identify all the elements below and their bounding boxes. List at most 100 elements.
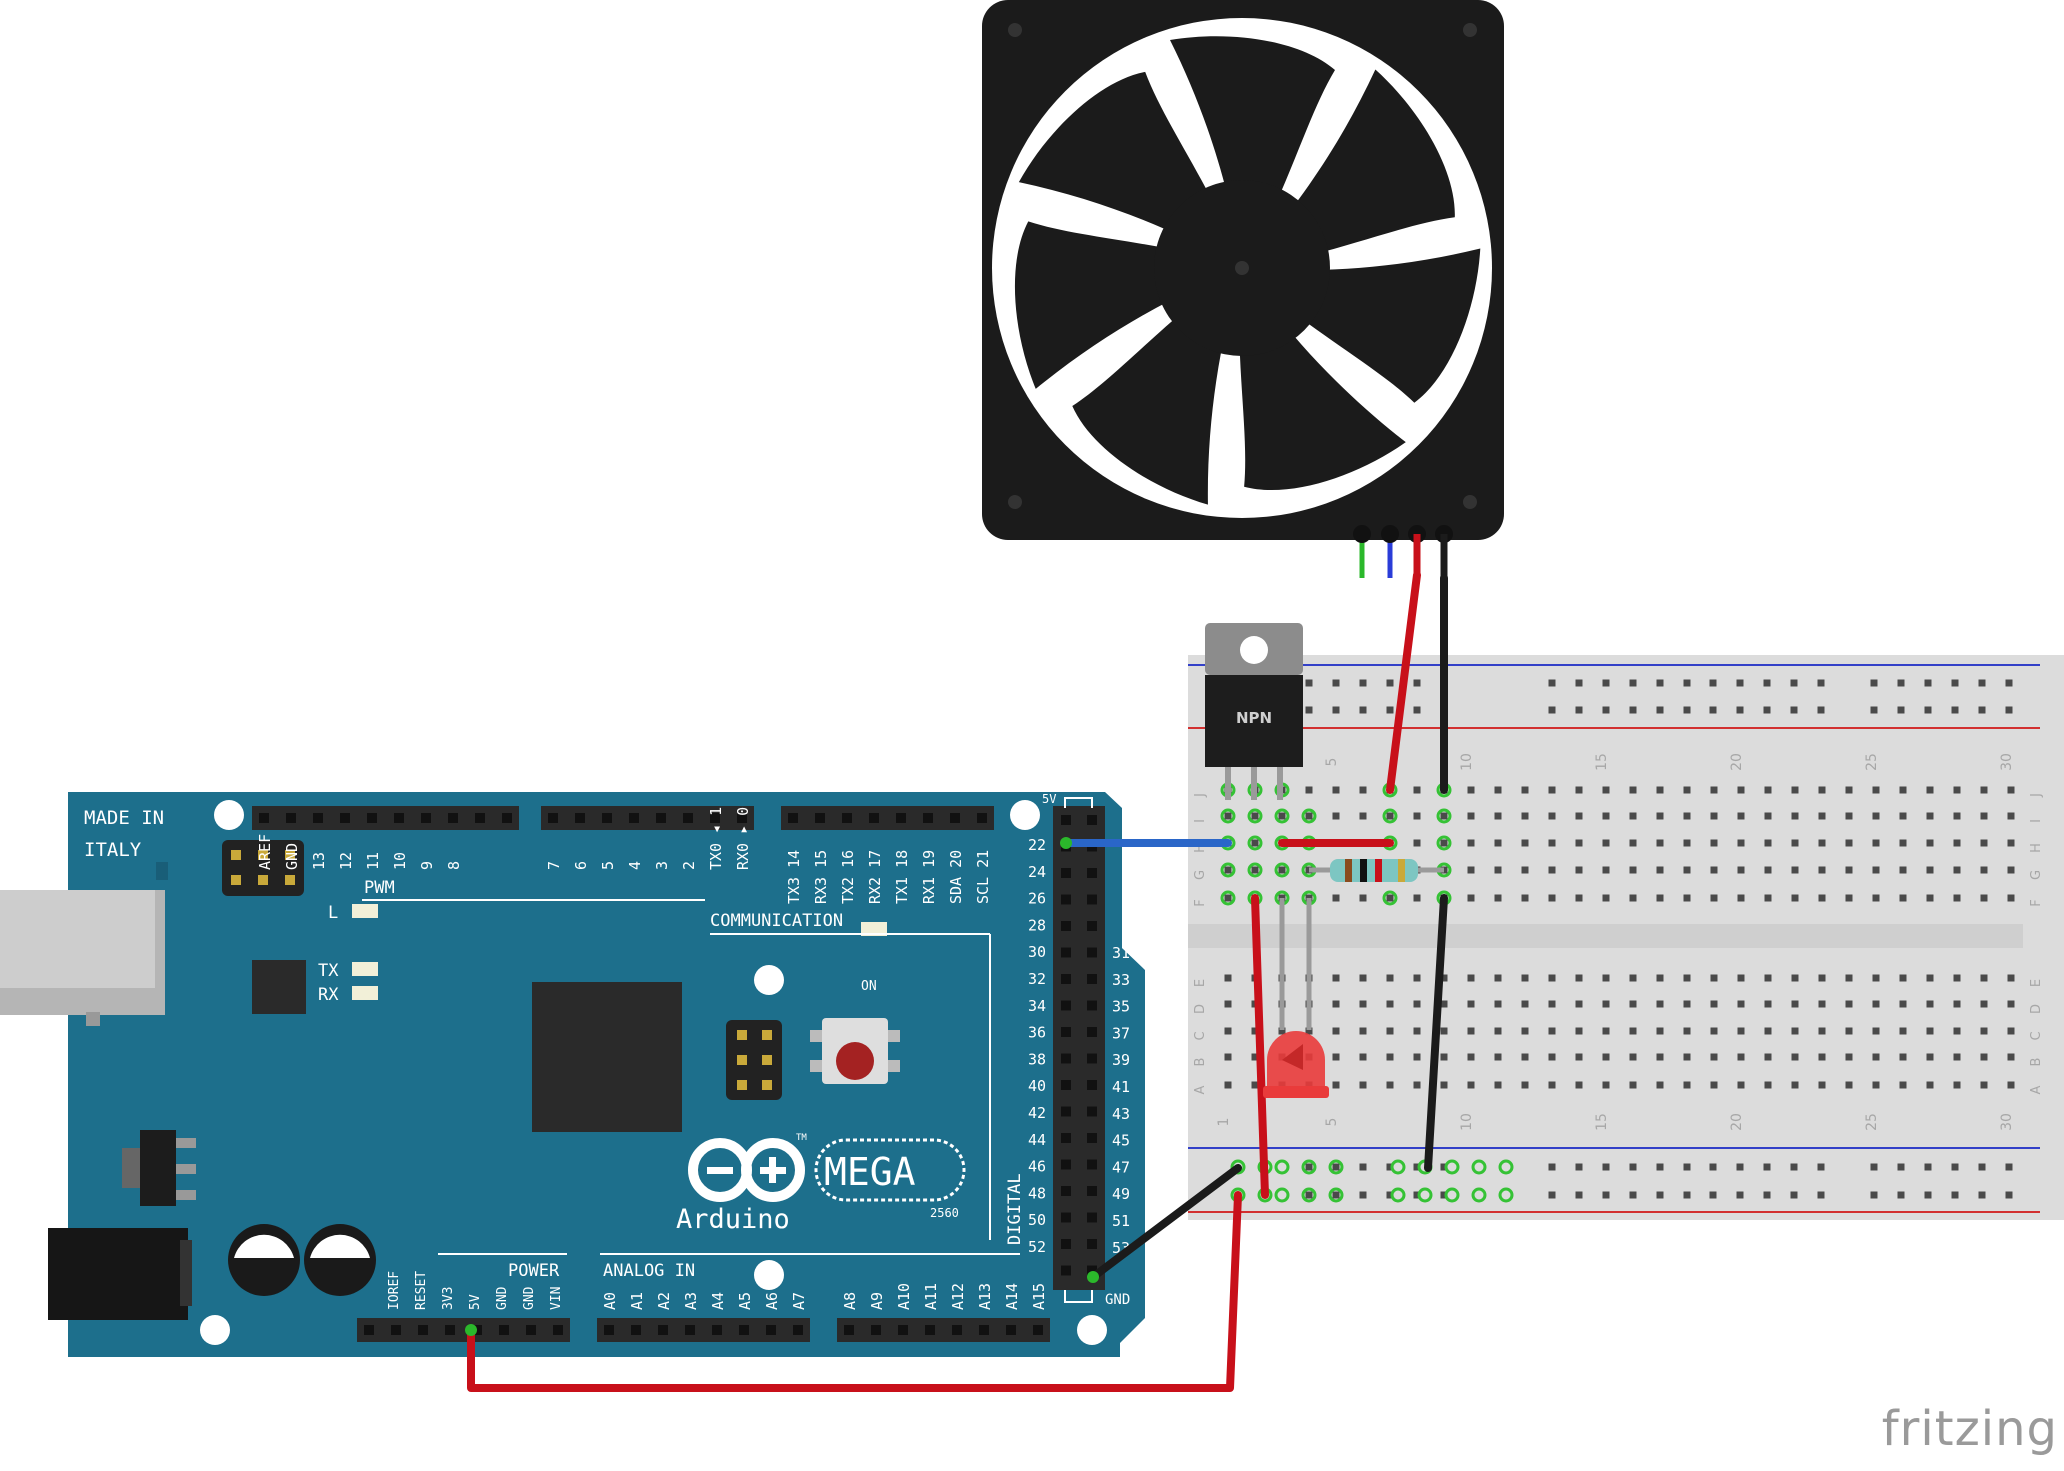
breadboard-hole <box>1278 1027 1286 1035</box>
pin-label: 10 <box>391 852 409 870</box>
rail-hole <box>1951 1163 1959 1171</box>
breadboard-hole <box>1791 839 1799 847</box>
pin-label: 40 <box>1028 1077 1046 1095</box>
rail-hole <box>2005 679 2013 687</box>
breadboard-hole <box>1494 839 1502 847</box>
pin-label: 5 <box>599 861 617 870</box>
rail-hole <box>1413 1163 1421 1171</box>
breadboard-hole <box>1413 786 1421 794</box>
header-analog-a0-a7 <box>597 1318 810 1342</box>
column-number: 1 <box>1216 1118 1232 1127</box>
rail-hole <box>1683 706 1691 714</box>
row-letter: C <box>2029 1031 2044 1040</box>
breadboard-hole <box>1467 974 1475 982</box>
breadboard-hole <box>1764 839 1772 847</box>
rail-hole <box>1951 679 1959 687</box>
pin-label: RX0 ▸ 0 <box>734 807 752 870</box>
breadboard-hole <box>1926 839 1934 847</box>
breadboard-hole <box>1602 812 1610 820</box>
pin-label: GND <box>495 1286 510 1310</box>
pin-label: 43 <box>1112 1105 1130 1123</box>
header-pin <box>656 813 666 823</box>
connected-hole <box>1382 808 1398 824</box>
rail-hole <box>1763 1191 1771 1199</box>
breadboard-hole <box>1413 812 1421 820</box>
fritzing-watermark: fritzing <box>1881 1401 2058 1457</box>
header-pin <box>1061 894 1071 905</box>
column-number: 20 <box>1729 1113 1745 1131</box>
breadboard-hole <box>1521 1081 1529 1089</box>
fan-power-wire <box>1386 571 1421 794</box>
breadboard-hole <box>1602 866 1610 874</box>
pin-label: GND <box>522 1286 537 1310</box>
row-letter: B <box>2029 1058 2044 1067</box>
breadboard-hole <box>1737 812 1745 820</box>
breadboard-hole <box>1494 1053 1502 1061</box>
rail-hole <box>1709 1163 1717 1171</box>
breadboard-hole <box>1710 1081 1718 1089</box>
icsp-pin <box>737 1030 747 1040</box>
breadboard-hole <box>1980 839 1988 847</box>
breadboard-hole <box>1332 974 1340 982</box>
connected-hole <box>1436 835 1452 851</box>
breadboard-hole <box>1332 894 1340 902</box>
breadboard-hole <box>1332 1053 1340 1061</box>
header-pin <box>737 813 747 823</box>
breadboard-hole <box>1413 839 1421 847</box>
breadboard-hole <box>1683 894 1691 902</box>
pin-label: TX0 ◂ 1 <box>707 807 725 870</box>
header-pin <box>712 1325 722 1335</box>
row-letter: B <box>1193 1058 1208 1067</box>
rail-hole <box>1575 1163 1583 1171</box>
header-pin <box>421 813 431 823</box>
breadboard-hole <box>2007 839 2015 847</box>
breadboard-hole <box>1575 1081 1583 1089</box>
rail-hole <box>1897 1163 1905 1171</box>
connected-hole <box>1247 808 1263 824</box>
rail-hole <box>1656 1191 1664 1199</box>
breadboard-hole <box>1737 1081 1745 1089</box>
rail-hole <box>1359 1163 1367 1171</box>
header-pin <box>1087 1265 1097 1276</box>
breadboard-hole <box>1629 894 1637 902</box>
breadboard-hole <box>1980 1027 1988 1035</box>
pin-label: 30 <box>1028 943 1046 961</box>
breadboard-hole <box>1521 866 1529 874</box>
rail-hole <box>1305 1191 1313 1199</box>
breadboard-hole <box>1818 786 1826 794</box>
pwm-label: PWM <box>364 878 395 898</box>
breadboard-hole <box>1413 894 1421 902</box>
breadboard-hole <box>1359 1053 1367 1061</box>
led-rx-indicator <box>352 986 378 1000</box>
breadboard-hole <box>1575 1027 1583 1035</box>
breadboard-hole <box>1764 974 1772 982</box>
row-letter: I <box>2029 819 2044 823</box>
breadboard-hole <box>1899 894 1907 902</box>
rail-hole <box>1870 679 1878 687</box>
breadboard-hole <box>1467 1027 1475 1035</box>
pin-label: A10 <box>895 1283 913 1310</box>
country-label: ITALY <box>84 839 142 861</box>
pin-label: AREF <box>256 834 274 870</box>
breadboard-hole <box>2007 1081 2015 1089</box>
breadboard-hole <box>1710 974 1718 982</box>
rail-hole <box>1602 1163 1610 1171</box>
breadboard-hole <box>1602 786 1610 794</box>
breadboard-hole <box>1926 1081 1934 1089</box>
breadboard-hole <box>1467 866 1475 874</box>
breadboard-hole <box>1629 974 1637 982</box>
breadboard-hole <box>1548 866 1556 874</box>
breadboard-hole <box>1953 1000 1961 1008</box>
breadboard-hole <box>1332 1000 1340 1008</box>
pin-label: 11 <box>364 852 382 870</box>
breadboard-hole <box>1953 786 1961 794</box>
header-pin <box>1061 1186 1071 1196</box>
breadboard-hole <box>1602 839 1610 847</box>
breadboard-hole <box>1845 812 1853 820</box>
digital-label: DIGITAL <box>1005 1173 1025 1245</box>
made-in-label: MADE IN <box>84 807 164 829</box>
mounting-hole <box>1077 1315 1107 1345</box>
pin-label: 24 <box>1028 863 1046 881</box>
header-pin <box>1087 868 1097 878</box>
breadboard-hole <box>1386 1053 1394 1061</box>
